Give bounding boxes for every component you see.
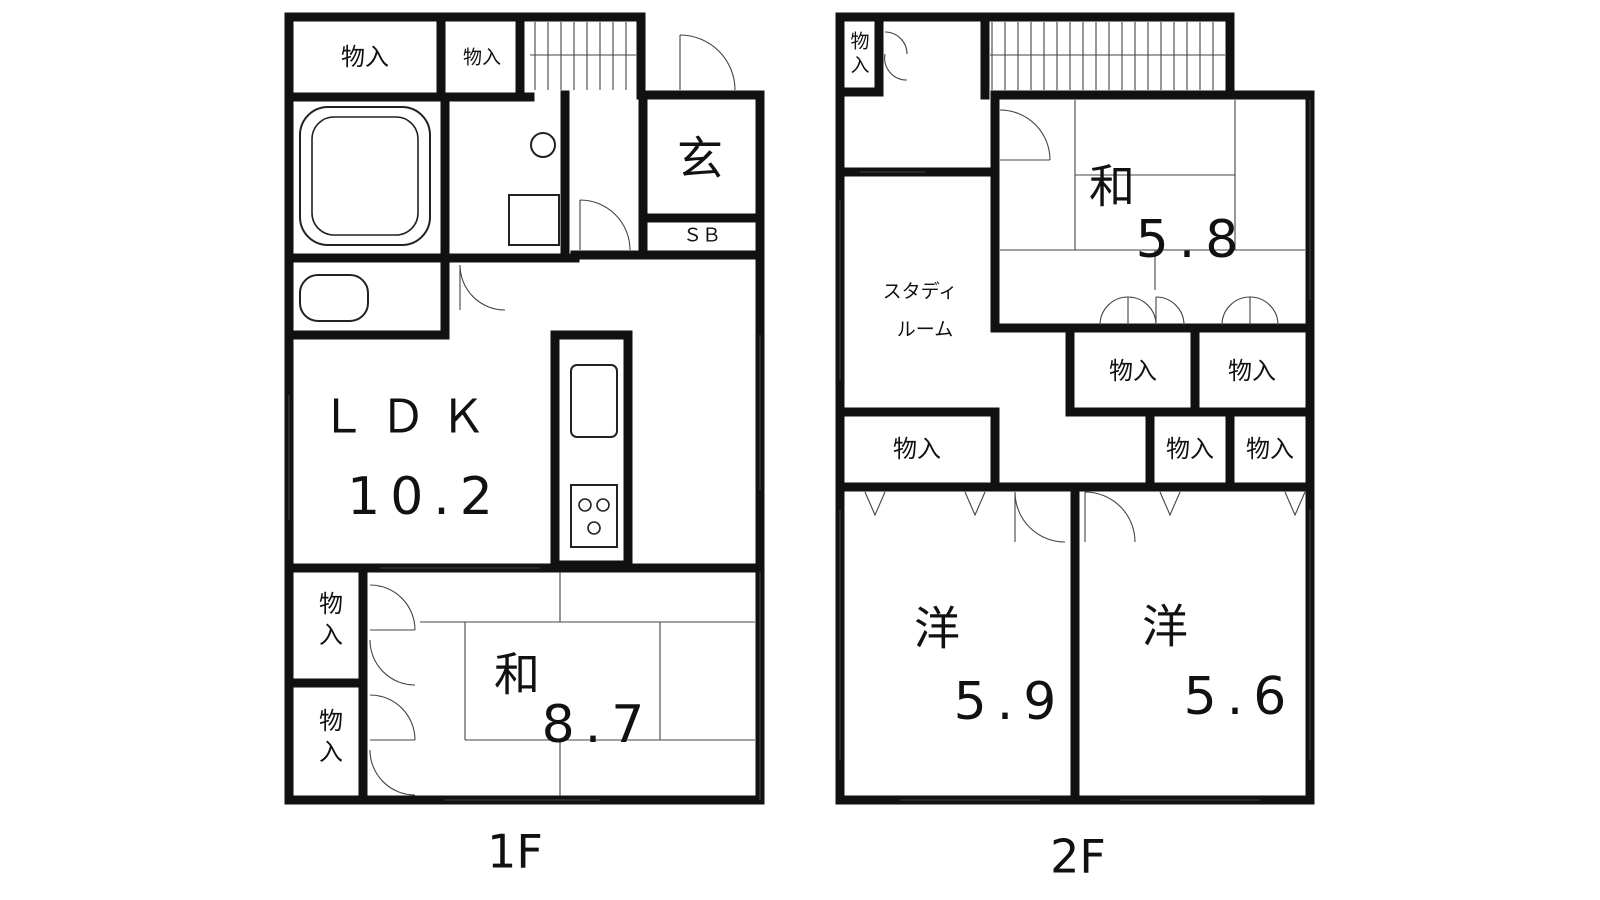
washbasin xyxy=(530,132,556,158)
storage-label: 物入 xyxy=(1228,357,1276,385)
shoe-box-label: ＳＢ xyxy=(683,225,721,247)
floor1-label: 1F xyxy=(487,825,543,879)
door-swing xyxy=(1014,491,1066,543)
washitsu-size: 8.7 xyxy=(542,695,655,755)
ldk-size: 10.2 xyxy=(347,467,503,527)
stove-burner xyxy=(578,498,592,512)
sink-counter xyxy=(570,364,618,438)
stove-burner xyxy=(587,521,601,535)
storage-label-vertical: 入 xyxy=(319,621,343,649)
study-room-label: ルーム xyxy=(897,319,953,341)
closet-door-swing xyxy=(884,31,908,81)
door-swing xyxy=(999,109,1051,161)
stove xyxy=(570,484,618,548)
western-room-size: 5.6 xyxy=(1184,667,1297,727)
stairs-1f xyxy=(530,22,636,90)
closet-door-swing xyxy=(1221,296,1279,326)
floor2-label: 2F xyxy=(1050,830,1106,884)
western-room-label: 洋 xyxy=(1142,600,1188,654)
bathtub xyxy=(299,106,431,246)
floor-1: 物入 物入 玄 ＳＢ ＬＤＫ 10.2 物 入 物 入 和 8.7 1F xyxy=(284,12,765,879)
floor-2: 物 入 和 5.8 スタディ ルーム 物入 物入 物入 物入 物入 洋 5.9 … xyxy=(835,12,1315,884)
storage-label: 物入 xyxy=(1166,435,1214,463)
door-swing xyxy=(459,264,506,311)
storage-label: 物入 xyxy=(1109,357,1157,385)
door-swing xyxy=(1084,491,1136,543)
storage-label-vertical: 入 xyxy=(319,738,343,766)
closet-door-swing xyxy=(864,491,1306,517)
closet-door-swing xyxy=(369,584,416,686)
entrance-label: 玄 xyxy=(677,132,723,186)
stairs-2f xyxy=(990,22,1225,90)
toilet xyxy=(299,274,369,322)
ldk-label: ＬＤＫ xyxy=(320,390,500,444)
storage-label-vertical: 物 xyxy=(319,590,343,618)
washitsu-label: 和 xyxy=(1089,160,1135,214)
tatami-lines-1f xyxy=(420,572,755,796)
entrance-door-swing xyxy=(679,34,736,91)
stove-burner xyxy=(596,498,610,512)
storage-label: 物入 xyxy=(341,43,389,71)
storage-label: 物入 xyxy=(893,435,941,463)
storage-label-vertical: 物 xyxy=(319,707,343,735)
western-room-size: 5.9 xyxy=(954,672,1067,732)
window xyxy=(288,335,761,801)
western-room-label: 洋 xyxy=(914,602,960,656)
shower-box xyxy=(508,194,560,246)
window xyxy=(839,100,1311,801)
storage-label: 物入 xyxy=(1246,435,1294,463)
bathtub-inner xyxy=(311,116,419,236)
washitsu-size: 5.8 xyxy=(1136,210,1249,270)
closet-door-swing xyxy=(369,694,416,796)
storage-label: 物入 xyxy=(463,47,501,69)
closet-door-swing xyxy=(1099,296,1185,326)
tatami-lines-2f xyxy=(1000,100,1305,290)
study-room-label: スタディ xyxy=(883,281,958,303)
storage-label-vertical: 物 xyxy=(850,31,869,53)
door-swing xyxy=(579,199,631,251)
storage-label-vertical: 入 xyxy=(850,55,869,77)
washitsu-label: 和 xyxy=(494,648,540,702)
